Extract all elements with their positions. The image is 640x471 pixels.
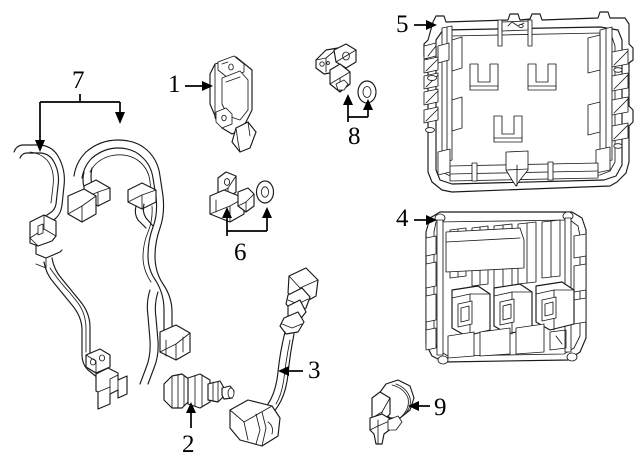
- callout-number-1: 1: [168, 71, 181, 98]
- callout-number-9: 9: [434, 394, 447, 421]
- part-wiring-harness: [13, 139, 191, 410]
- callout-number-4: 4: [396, 205, 409, 232]
- part-ignition-coil-boot-cable: [229, 267, 319, 447]
- leader-7: [35, 94, 125, 152]
- part-engine-control-module: [425, 211, 587, 365]
- part-ignition-coil: [209, 55, 257, 153]
- callout-number-7: 7: [72, 67, 85, 94]
- leader-5: [414, 20, 437, 30]
- callout-number-3: 3: [308, 357, 321, 384]
- part-control-module-bracket: [423, 11, 634, 193]
- leader-2: [186, 402, 196, 428]
- leader-6: [222, 207, 272, 236]
- callout-number-6: 6: [234, 239, 247, 266]
- callout-number-5: 5: [396, 11, 409, 38]
- part-spark-plug: [163, 373, 235, 409]
- leader-9: [408, 401, 430, 411]
- part-crankshaft-position-sensor: [315, 43, 377, 104]
- callout-number-2: 2: [182, 431, 195, 458]
- leader-8: [343, 94, 373, 122]
- leader-4: [414, 215, 437, 225]
- part-knock-sensor: [369, 379, 415, 445]
- part-camshaft-position-sensor: [209, 171, 275, 223]
- callout-number-8: 8: [348, 123, 361, 150]
- leader-1: [185, 81, 213, 91]
- leader-3: [278, 366, 303, 376]
